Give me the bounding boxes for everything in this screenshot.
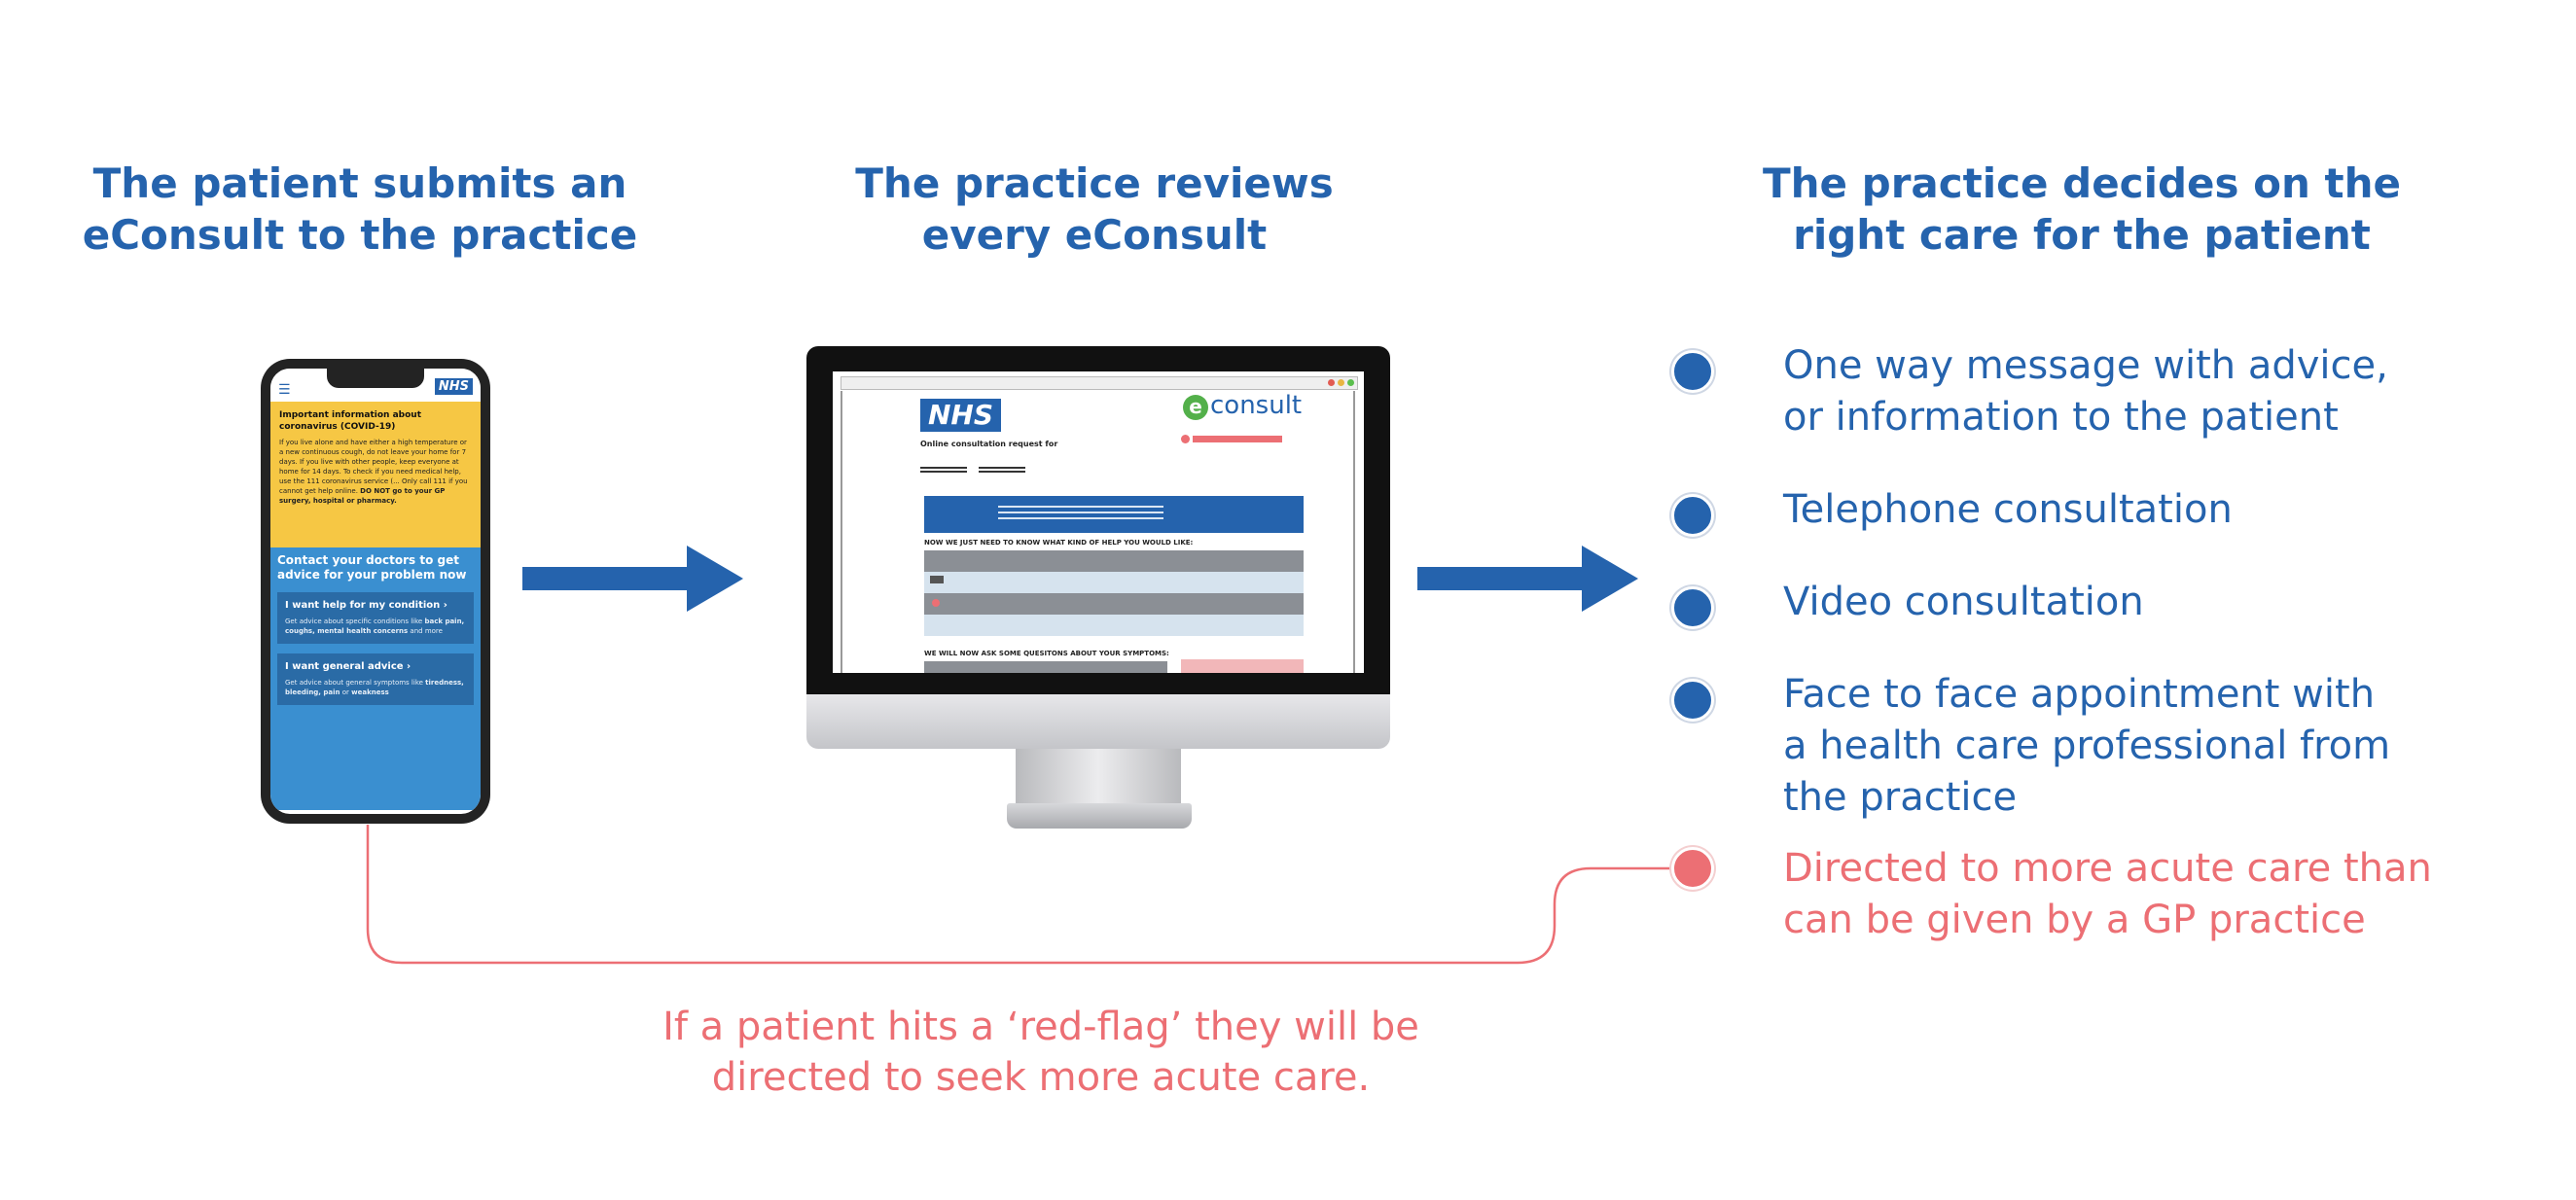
phone-mockup: ☰ NHS Important information about corona… <box>261 359 490 824</box>
symptom-alert-bar <box>1181 659 1304 673</box>
arrow-2-shaft <box>1417 567 1585 590</box>
option-telephone-text: Telephone consultation <box>1783 487 2233 532</box>
option-bullet-telephone <box>1671 494 1714 537</box>
general-advice-title: I want general advice › <box>285 661 411 672</box>
condition-help-card[interactable]: I want help for my condition › Get advic… <box>277 592 474 644</box>
option-bullet-message <box>1671 350 1714 393</box>
window-close-icon <box>1328 379 1335 386</box>
covid-notice: Important information about coronavirus … <box>270 402 481 547</box>
option-message-text: One way message with advice, or informat… <box>1783 343 2388 440</box>
arrow-1-shaft <box>522 567 690 590</box>
option-bullet-face-to-face <box>1671 679 1714 722</box>
covid-body: If you live alone and have either a high… <box>279 439 468 505</box>
econsult-logo-text: consult <box>1210 391 1303 420</box>
redacted-line <box>920 467 967 469</box>
browser-window-bar <box>841 376 1358 390</box>
banner-text-line <box>998 506 1163 508</box>
contact-section: Contact your doctors to get advice for y… <box>270 547 481 810</box>
alert-dot <box>932 599 940 607</box>
option-row[interactable] <box>924 572 1304 593</box>
monitor-chin <box>806 694 1390 749</box>
symptoms-section-label: WE WILL NOW ASK SOME QUESITONS ABOUT YOU… <box>924 650 1169 657</box>
option-row[interactable] <box>924 550 1304 572</box>
general-advice-card[interactable]: I want general advice › Get advice about… <box>277 653 474 705</box>
monitor-screen: NHS e consult Online consultation reques… <box>833 371 1364 673</box>
condition-help-body: Get advice about specific conditions lik… <box>285 618 465 635</box>
arrow-1-head <box>687 546 743 612</box>
step3-heading: The practice decides on the right care f… <box>1762 159 2401 259</box>
step1-heading: The patient submits an eConsult to the p… <box>82 159 638 259</box>
request-label: Online consultation request for <box>920 440 1058 448</box>
covid-title: Important information about coronavirus … <box>279 410 422 432</box>
general-advice-body: Get advice about general symptoms like t… <box>285 679 464 696</box>
monitor-stand-foot <box>1007 803 1192 829</box>
condition-help-title: I want help for my condition › <box>285 600 447 611</box>
econsult-logo-mark: e <box>1183 395 1208 420</box>
phone-screen: ☰ NHS Important information about corona… <box>270 369 481 814</box>
pink-status-bar <box>1193 436 1282 442</box>
option-bullet-video <box>1671 586 1714 629</box>
nhs-logo: NHS <box>434 378 473 395</box>
option-row[interactable] <box>924 615 1304 636</box>
symptom-bar <box>924 661 1167 673</box>
window-maximize-icon <box>1347 379 1354 386</box>
option-face-to-face-text: Face to face appointment with a health c… <box>1783 672 2391 820</box>
option-icon <box>930 576 944 583</box>
monitor-stand-neck <box>1016 749 1181 805</box>
nhs-logo-large: NHS <box>920 399 1002 432</box>
option-acute-care-text: Directed to more acute care than can be … <box>1783 846 2432 942</box>
option-row[interactable] <box>924 593 1304 615</box>
help-section-label: NOW WE JUST NEED TO KNOW WHAT KIND OF HE… <box>924 539 1194 547</box>
step2-heading: The practice reviews every eConsult <box>855 159 1334 259</box>
redflag-note: If a patient hits a ‘red-flag’ they will… <box>662 1005 1419 1100</box>
redacted-line <box>979 467 1025 469</box>
blue-banner <box>924 496 1304 533</box>
arrow-2-head <box>1582 546 1638 612</box>
hamburger-menu-icon[interactable]: ☰ <box>278 382 291 398</box>
window-minimize-icon <box>1338 379 1344 386</box>
econsult-form-page: NHS e consult Online consultation reques… <box>841 391 1355 673</box>
pink-status-dot <box>1181 435 1190 443</box>
option-video-text: Video consultation <box>1783 580 2144 624</box>
phone-notch <box>327 369 424 388</box>
contact-heading: Contact your doctors to get advice for y… <box>277 553 467 582</box>
option-bullet-acute-care <box>1671 847 1714 890</box>
